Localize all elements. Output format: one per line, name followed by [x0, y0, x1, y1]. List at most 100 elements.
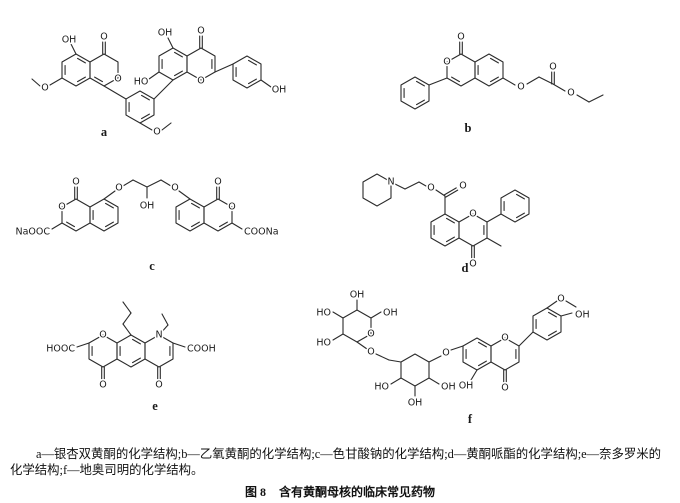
double-bond-inner-line: [415, 99, 425, 106]
atom-label-o: O: [155, 380, 162, 391]
atom-label-o: O: [517, 82, 524, 93]
atom-label-ho: HO: [316, 338, 331, 349]
double-bond-inner-line: [515, 212, 525, 219]
atom-label-o: O: [58, 202, 65, 213]
double-bond-inner-line: [94, 76, 104, 83]
atom-label-oh: OH: [575, 310, 590, 321]
figure-number: 图 8: [244, 485, 266, 499]
double-bond-inner-line: [76, 57, 86, 64]
atom-label-o: O: [501, 383, 508, 394]
atom-label-o: O: [501, 333, 508, 344]
figure-title-line: 图 8 含有黄酮母核的临床常见药物: [0, 483, 680, 500]
double-bond-inner-line: [247, 78, 257, 85]
double-bond-inner-line: [140, 94, 150, 101]
double-bond-inner-line: [477, 360, 487, 367]
structure-c-skeleton: [51, 179, 243, 232]
atom-label-naooc: NaOOC: [15, 227, 50, 238]
atom-label-oh: OH: [272, 85, 287, 96]
panel-label-c: c: [149, 259, 155, 273]
double-bond-inner-line: [515, 193, 525, 200]
double-bond-inner-line: [76, 76, 86, 83]
double-bond-inner-line: [445, 236, 455, 243]
atom-label-o: O: [457, 32, 464, 43]
figure-title: 含有黄酮母核的临床常见药物: [279, 485, 436, 499]
double-bond-inner-line: [547, 311, 557, 318]
double-bond-inner-line: [247, 59, 257, 66]
ring-benzene: [430, 213, 460, 247]
ring-benzene: [125, 90, 155, 124]
ring-pyranone: [203, 198, 233, 232]
atom-label-o: O: [427, 183, 434, 194]
atom-label-ho: HO: [134, 77, 149, 88]
atom-label-o: O: [557, 294, 564, 305]
structure-d-diagram: N O O O O d: [362, 173, 530, 275]
atom-label-o: O: [72, 177, 79, 188]
ring-pyranone: [186, 47, 216, 81]
double-bond-inner-line: [140, 113, 150, 120]
ring-benzene: [175, 198, 205, 232]
atom-label-o: O: [567, 88, 574, 99]
atom-label-hooc: HOOC: [46, 344, 75, 355]
double-bond-inner-line: [190, 202, 200, 209]
atom-label-oh: OH: [383, 308, 398, 319]
double-bond-inner-line: [66, 221, 76, 228]
double-bond-inner-line: [415, 80, 425, 87]
atom-label-oh: OH: [140, 201, 155, 212]
double-bond-inner-line: [445, 217, 455, 224]
structure-c-diagram: NaOOC O O O OH O O O COONa c: [14, 175, 280, 273]
panel-label-b: b: [465, 121, 472, 135]
double-bond-inner-line: [489, 57, 499, 64]
ring-benzene: [462, 337, 492, 371]
double-bond-inner-line: [131, 338, 141, 345]
ring-benzene: [532, 307, 562, 341]
atom-label-oh: OH: [350, 290, 365, 301]
structure-e-diagram: O HOOC O N COOH O e: [45, 301, 217, 413]
double-bond-inner-line: [104, 202, 114, 209]
ring-pyranone: [446, 53, 476, 87]
panel-label-e: e: [152, 399, 158, 413]
atom-label-ho: HO: [374, 382, 389, 393]
double-bond-inner-line: [489, 76, 499, 83]
atom-label-o: O: [443, 57, 450, 68]
ring-pyranone: [61, 198, 91, 232]
atom-label-o: O: [459, 181, 466, 192]
structure-a-skeleton: [31, 35, 272, 131]
atom-label-oh: OH: [158, 28, 173, 39]
ring-benzene: [400, 76, 430, 110]
ring-benzene: [158, 47, 188, 81]
double-bond-inner-line: [190, 221, 200, 228]
atom-label-o: O: [100, 32, 107, 43]
double-bond-inner-line: [451, 76, 461, 83]
panel-label-f: f: [468, 412, 473, 426]
atom-label-o: O: [197, 26, 204, 37]
atom-label-o: O: [367, 329, 374, 340]
atom-label-n: N: [155, 330, 162, 341]
atom-label-o: O: [99, 330, 106, 341]
ring-benzene: [89, 198, 119, 232]
double-bond-inner-line: [218, 221, 228, 228]
panel-label-d: d: [462, 261, 469, 275]
atom-label-o: O: [214, 177, 221, 188]
double-bond-inner-line: [173, 70, 183, 77]
double-bond-inner-line: [173, 51, 183, 58]
structure-d-skeleton: [362, 173, 530, 259]
structure-b-diagram: O O O O O b: [400, 30, 604, 135]
panel-label-a: a: [101, 125, 108, 139]
atom-label-o: O: [153, 127, 160, 138]
atom-label-oh: OH: [62, 35, 77, 46]
atom-label-coona: COONa: [244, 227, 279, 238]
figure-caption: a—银杏双黄酮的化学结构;b—乙氧黄酮的化学结构;c—色甘酸钠的化学结构;d—黄…: [10, 447, 672, 478]
caption-line-1: a—银杏双黄酮的化学结构;b—乙氧黄酮的化学结构;c—色甘酸钠的化学结构;d—黄…: [36, 447, 662, 461]
ring-benzene: [61, 53, 91, 87]
atom-label-oh: OH: [408, 398, 423, 409]
caption-line-2: 化学结构;f—地奥司明的化学结构。: [10, 462, 204, 477]
double-bond-inner-line: [131, 357, 141, 364]
ring-sugar: [400, 353, 430, 387]
atom-label-o: O: [442, 348, 449, 359]
atom-label-o: O: [41, 83, 48, 94]
atom-label-oh: OH: [441, 382, 456, 393]
atom-label-o: O: [469, 209, 476, 220]
structure-f-diagram: OH HO OH HO O O HO OH OH O OH O O O OH f: [315, 288, 591, 426]
double-bond-inner-line: [477, 341, 487, 348]
